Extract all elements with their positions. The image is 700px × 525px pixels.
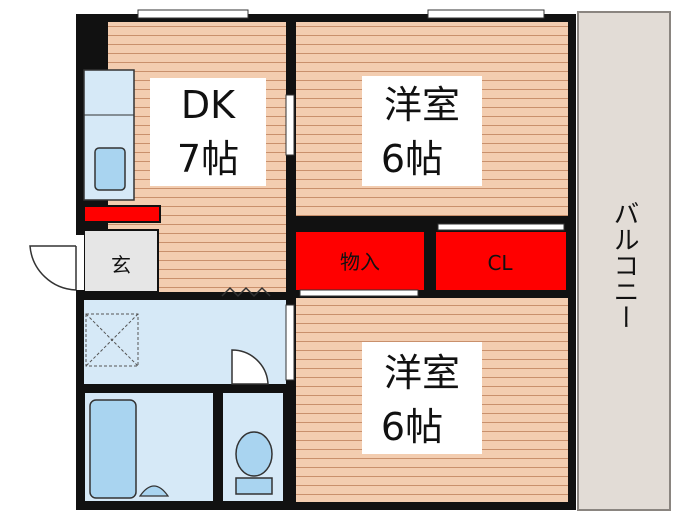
window-top-dk [137, 9, 249, 19]
entrance-label: 玄 [111, 253, 131, 277]
western-top-name: 洋室 [384, 83, 460, 127]
door-western-top [285, 94, 295, 156]
kitchen-sink-icon [94, 147, 126, 191]
western-bottom-name: 洋室 [384, 351, 460, 395]
western-bottom-label-bg [362, 342, 482, 454]
window-top-western [427, 9, 545, 19]
western-top-label-bg [362, 76, 482, 186]
bathtub-icon [89, 399, 137, 499]
closet [436, 232, 566, 290]
toilet-icon [235, 431, 273, 477]
door-western-bottom [285, 304, 295, 381]
storage-label: 物入 [340, 250, 380, 274]
western-bottom-size: 6帖 [381, 405, 443, 449]
balcony-label: バルコニー [609, 200, 639, 330]
folding-door-icon [221, 286, 271, 298]
entrance-door-icon [29, 245, 77, 291]
dk-size: 7帖 [177, 137, 239, 181]
dk-label-bg [150, 78, 266, 186]
dk-name: DK [181, 83, 236, 127]
western-top-size: 6帖 [381, 137, 443, 181]
shelf-red [83, 205, 161, 223]
washroom-door-icon [231, 349, 269, 385]
basin-icon [138, 485, 170, 497]
balcony [577, 11, 671, 511]
storage [296, 232, 424, 290]
closet-label: CL [487, 251, 513, 275]
door-storage [299, 289, 419, 297]
door-closet [437, 223, 565, 231]
